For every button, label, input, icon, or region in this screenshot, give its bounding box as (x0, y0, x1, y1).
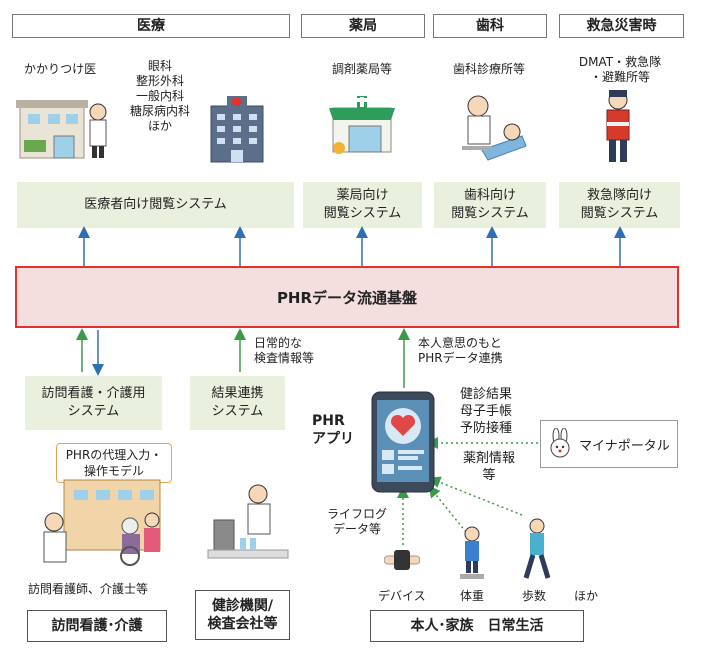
checkup-org-category-label: 健診機関/ 検査会社等 (195, 590, 290, 640)
lab-illustration (207, 484, 289, 559)
paramedic-illustration (606, 90, 630, 162)
results-link-system: 結果連携 システム (190, 376, 285, 430)
walking-person-icon (523, 518, 551, 579)
pharmacy-viewer-system: 薬局向け 閲覧システム (303, 182, 422, 228)
dental-label: 歯科診療所等 (452, 62, 525, 76)
lifelog-note: ライフログ データ等 (326, 507, 387, 536)
caregivers-label: 訪問看護師、介護士等 (28, 582, 149, 596)
family-doctor-label: かかりつけ医 (24, 62, 97, 76)
pharmacy-label: 調剤薬局等 (331, 62, 392, 76)
daily-checkup-note: 日常的な 検査情報等 (254, 336, 315, 365)
emergency-label: DMAT・救急隊 ・避難所等 (578, 55, 662, 84)
proxy-input-model-callout: PHRの代理入力・ 操作モデル (56, 443, 172, 483)
header-pharmacy: 薬局 (301, 14, 425, 38)
hospital-illustration (210, 96, 264, 163)
nursing-category-label: 訪問看護･介護 (27, 610, 167, 642)
smartwatch-icon (384, 550, 420, 570)
pharmacy-illustration (329, 96, 395, 154)
specialties-label: 眼科 整形外科 一般内科 糖尿病内科 ほか (129, 59, 190, 133)
myna-portal-label: マイナポータル (579, 438, 670, 454)
medication-note: 薬剤情報 等 (462, 451, 515, 483)
header-dental: 歯科 (433, 14, 547, 38)
device-label: デバイス (378, 589, 426, 603)
self-family-category-label: 本人･家族 日常生活 (370, 610, 584, 642)
etc-label: ほか (574, 589, 599, 603)
myna-portal-box: マイナポータル (540, 420, 678, 468)
medical-viewer-system: 医療者向け閲覧システム (17, 182, 294, 228)
dental-illustration (462, 95, 527, 161)
nursing-care-system: 訪問看護・介護用 システム (25, 376, 162, 430)
consent-note: 本人意思のもと PHRデータ連携 (418, 336, 503, 365)
nursing-home-illustration (43, 479, 161, 566)
smartphone-icon (371, 391, 435, 493)
dental-viewer-system: 歯科向け 閲覧システム (434, 182, 546, 228)
emergency-viewer-system: 救急隊向け 閲覧システム (559, 182, 680, 228)
phr-app-label: PHR アプリ (312, 413, 354, 447)
weight-label: 体重 (460, 589, 485, 603)
header-medical: 医療 (12, 14, 290, 38)
scale-person-icon (460, 526, 484, 579)
header-emergency: 救急災害時 (559, 14, 684, 38)
checkup-info-note: 健診結果 母子手帳 予防接種 (460, 387, 513, 436)
phr-data-platform: PHRデータ流通基盤 (15, 266, 679, 328)
rabbit-icon (550, 428, 570, 458)
steps-label: 歩数 (522, 589, 547, 603)
clinic-illustration (16, 100, 107, 159)
